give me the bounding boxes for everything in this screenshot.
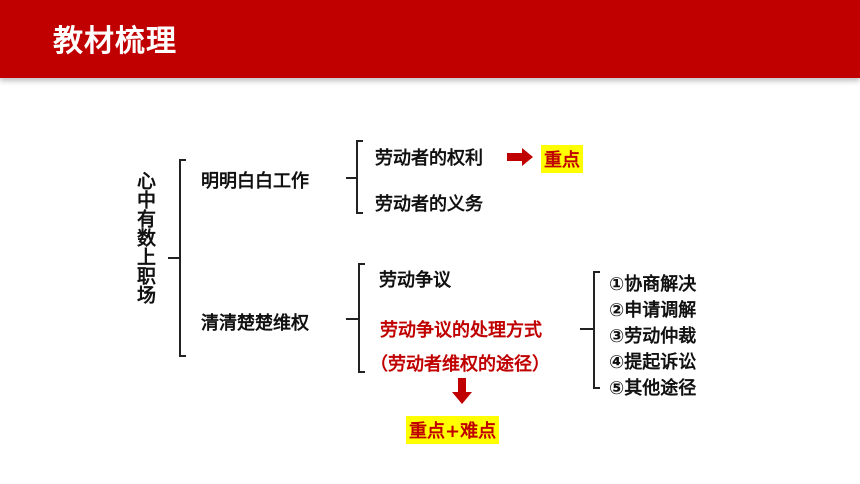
worker-rights: 劳动者的权利 (375, 148, 483, 169)
dispute-handling: 劳动争议的处理方式 (380, 320, 542, 341)
method-item: ①协商解决 (609, 274, 697, 295)
labor-dispute: 劳动争议 (379, 270, 451, 291)
method-item: ④提起诉讼 (609, 352, 697, 373)
worker-duties: 劳动者的义务 (375, 194, 483, 215)
rights-protection-path: （劳动者维权的途径） (370, 354, 550, 375)
method-item: ②申请调解 (609, 300, 697, 321)
method-item: ③劳动仲裁 (609, 326, 697, 347)
branch1-bracket (356, 140, 363, 214)
page-title: 教材梳理 (53, 24, 177, 59)
down-arrow-icon (452, 378, 472, 404)
branch-work: 明明白白工作 (201, 171, 309, 192)
branch-rights: 清清楚楚维权 (201, 313, 309, 334)
method-item: ⑤其他途径 (609, 378, 697, 399)
key-difficult-badge: 重点+难点 (406, 416, 500, 444)
mindmap-root: 心中有数上职场 (134, 171, 156, 304)
methods-bracket (593, 271, 600, 389)
key-point-badge: 重点 (541, 145, 583, 173)
branch2-bracket (358, 263, 365, 373)
header-bar: 教材梳理 (0, 0, 860, 78)
right-arrow-icon (507, 148, 533, 166)
root-bracket (179, 159, 186, 357)
